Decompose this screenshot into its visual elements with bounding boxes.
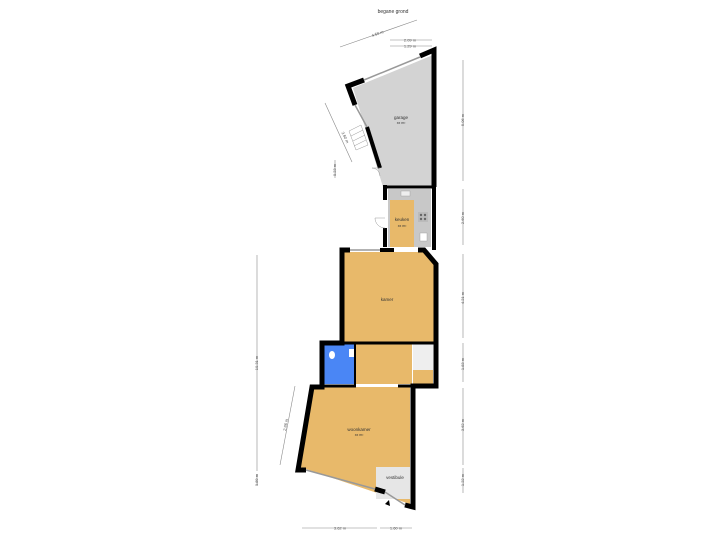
dim-right-4: 1.83 m: [460, 357, 465, 370]
dim-right-6: 1.22 m: [460, 473, 465, 486]
dim-bottom-1: 3.62 m: [334, 526, 347, 531]
dim-left-diag: 2.86 m: [282, 418, 289, 432]
room-hall: [356, 343, 412, 384]
dim-right-5: 3.62 m: [460, 418, 465, 431]
room-label-vestibule: vestibule: [386, 475, 404, 480]
entrance-arrow-icon: [385, 500, 390, 506]
dimension-lines: [256, 19, 464, 529]
sink-icon: [400, 190, 411, 197]
dim-bottom-2: 1.60 m: [390, 526, 403, 531]
dim-left-total: 10.31 m: [254, 355, 259, 370]
stair-landing: [413, 370, 433, 384]
dim-stair-small: 0.23 m: [332, 163, 337, 176]
toilet-icon: [329, 351, 335, 359]
room-label-kamer: kamer: [381, 297, 394, 302]
dim-top-1: 2.09 m: [404, 38, 417, 43]
room-label-woonkamer: woonkamer: [347, 427, 371, 432]
dim-top-diag: 4.50 m: [371, 29, 385, 38]
room-area-garage: xx m²: [397, 121, 406, 125]
stove-icon: [418, 212, 428, 222]
walls: [295, 46, 439, 511]
room-label-garage: garage: [394, 115, 409, 120]
dim-right-3: 4.21 m: [460, 291, 465, 304]
dim-left-small: 0.89 m: [254, 473, 259, 486]
dim-right-1: 5.06 m: [460, 113, 465, 126]
room-kamer: [343, 252, 435, 342]
room-area-keuken: xx m²: [398, 224, 407, 228]
door-icon: [371, 167, 381, 177]
room-area-woonkamer: xx m²: [355, 433, 364, 437]
dim-top-2: 1.29 m: [404, 44, 417, 49]
room-garage: [353, 55, 433, 187]
room-keuken: [390, 200, 414, 247]
dim-right-2: 2.60 m: [460, 211, 465, 224]
floor-title: begane grond: [378, 9, 409, 15]
washbasin-icon: [349, 349, 354, 357]
door-icon: [374, 217, 386, 229]
fridge-icon: [419, 232, 428, 242]
windows: [305, 56, 421, 506]
room-label-keuken: keuken: [395, 217, 410, 222]
dim-stair-diag: 3.60 m: [341, 131, 351, 145]
room-vestibule: [376, 467, 410, 499]
outdoor-stairs: [348, 124, 369, 151]
